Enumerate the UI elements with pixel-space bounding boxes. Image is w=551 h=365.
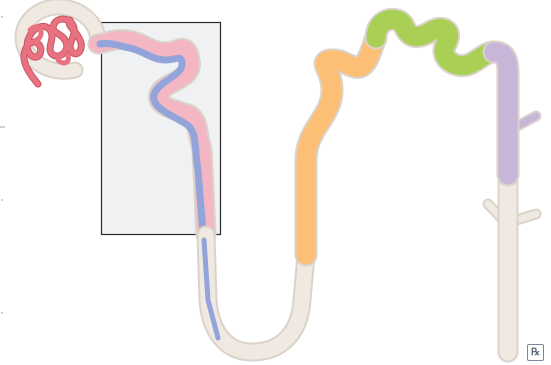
loop-of-henle (204, 235, 306, 352)
thick-ascending-limb (306, 38, 376, 255)
rx-badge: ℞ (527, 344, 544, 361)
distal-tubule (376, 19, 494, 65)
connecting-tubule (494, 52, 536, 175)
rx-symbol: ℞ (531, 348, 540, 358)
collecting-duct (488, 175, 536, 352)
left-tick-marks (0, 17, 5, 313)
